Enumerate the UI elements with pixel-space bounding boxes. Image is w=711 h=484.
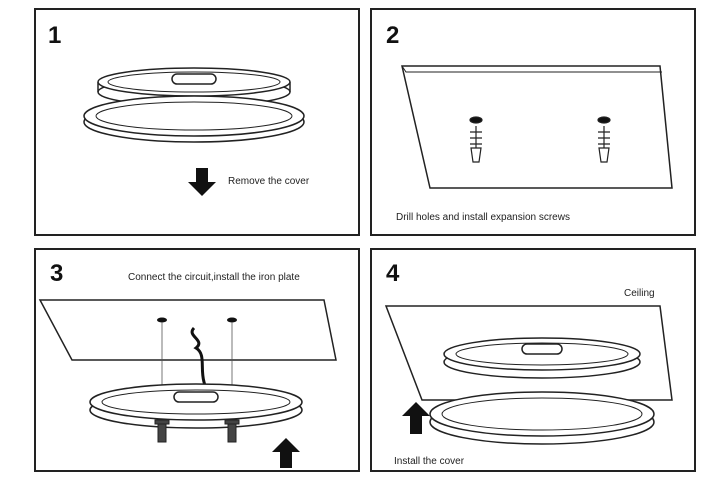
step-3-panel: 3 Connect the circuit,install the iron p… bbox=[34, 248, 360, 472]
expansion-screw-icon bbox=[469, 116, 483, 163]
screw-icon bbox=[154, 419, 170, 443]
step-2-panel: 2 Drill holes and install expansion scre… bbox=[370, 8, 696, 236]
step-1-panel: 1 Remove the cover bbox=[34, 8, 360, 236]
up-arrow-icon bbox=[402, 402, 430, 434]
up-arrow-icon bbox=[272, 438, 300, 468]
step-caption: Drill holes and install expansion screws bbox=[396, 212, 570, 223]
step-3-illustration bbox=[38, 299, 337, 468]
lamp-cover bbox=[429, 391, 655, 445]
ceiling-plate bbox=[401, 65, 673, 189]
step-caption: Remove the cover bbox=[228, 176, 310, 187]
screw-hole-icon bbox=[157, 317, 167, 323]
step-caption: Install the cover bbox=[394, 456, 465, 467]
step-number: 3 bbox=[50, 260, 64, 287]
step-2-illustration bbox=[401, 65, 673, 189]
screw-icon bbox=[224, 419, 240, 443]
step-number: 4 bbox=[386, 260, 400, 287]
step-number: 1 bbox=[48, 22, 62, 49]
lamp-cover bbox=[83, 95, 305, 143]
step-1-illustration bbox=[83, 67, 305, 196]
expansion-screw-icon bbox=[597, 116, 611, 163]
lamp-base bbox=[443, 337, 641, 379]
step-4-panel: 4 Ceiling Install the cover bbox=[370, 248, 696, 472]
step-4-illustration bbox=[384, 305, 673, 445]
down-arrow-icon bbox=[188, 168, 216, 196]
lamp-base bbox=[89, 383, 303, 429]
screw-hole-icon bbox=[227, 317, 237, 323]
ceiling-label: Ceiling bbox=[624, 288, 655, 299]
step-number: 2 bbox=[386, 22, 400, 49]
step-caption: Connect the circuit,install the iron pla… bbox=[128, 272, 300, 283]
ceiling-plate bbox=[38, 299, 337, 361]
